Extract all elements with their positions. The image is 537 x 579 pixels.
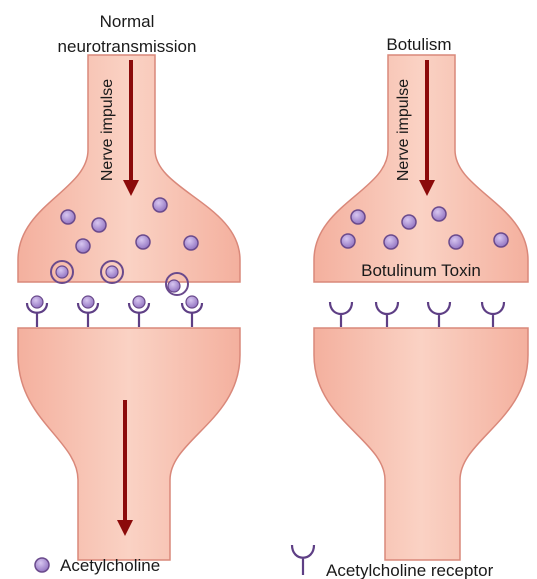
acetylcholine-vesicle	[351, 210, 365, 224]
acetylcholine-vesicle	[341, 234, 355, 248]
acetylcholine-receptor-icon	[292, 545, 314, 575]
toxin-label: Botulinum Toxin	[361, 261, 481, 280]
acetylcholine-receptor	[330, 302, 352, 327]
acetylcholine-vesicle	[153, 198, 167, 212]
acetylcholine-vesicle	[432, 207, 446, 221]
acetylcholine-receptor-bound	[129, 296, 149, 327]
acetylcholine-vesicle	[106, 266, 118, 278]
left-receptors	[27, 296, 202, 327]
acetylcholine-vesicle	[61, 210, 75, 224]
acetylcholine-vesicle	[384, 235, 398, 249]
acetylcholine-vesicle	[168, 280, 180, 292]
left-postsynaptic-terminal	[18, 328, 240, 560]
acetylcholine-vesicle	[449, 235, 463, 249]
left-synapse: Normal neurotransmission Nerve impulse	[18, 12, 240, 560]
right-receptors	[330, 302, 504, 327]
acetylcholine-receptor-bound	[78, 296, 98, 327]
acetylcholine-vesicle	[494, 233, 508, 247]
acetylcholine-receptor	[482, 302, 504, 327]
acetylcholine-receptor	[376, 302, 398, 327]
acetylcholine-vesicle	[92, 218, 106, 232]
right-impulse-label: Nerve impulse	[395, 79, 412, 181]
left-title-line2: neurotransmission	[58, 37, 197, 56]
acetylcholine-receptor-bound	[27, 296, 47, 327]
left-title-line1: Normal	[100, 12, 155, 31]
acetylcholine-receptor	[428, 302, 450, 327]
acetylcholine-vesicle-icon	[35, 558, 49, 572]
acetylcholine-vesicle	[76, 239, 90, 253]
right-postsynaptic-terminal	[314, 328, 528, 560]
legend-receptor-label: Acetylcholine receptor	[326, 561, 494, 579]
left-impulse-label: Nerve impulse	[99, 79, 116, 181]
right-synapse: Botulism Nerve impulse Botulinum Toxin	[314, 35, 528, 560]
acetylcholine-receptor-bound	[182, 296, 202, 327]
acetylcholine-vesicle	[56, 266, 68, 278]
right-title: Botulism	[386, 35, 451, 54]
legend-vesicle-label: Acetylcholine	[60, 556, 160, 575]
acetylcholine-vesicle	[136, 235, 150, 249]
acetylcholine-vesicle	[184, 236, 198, 250]
acetylcholine-vesicle	[402, 215, 416, 229]
